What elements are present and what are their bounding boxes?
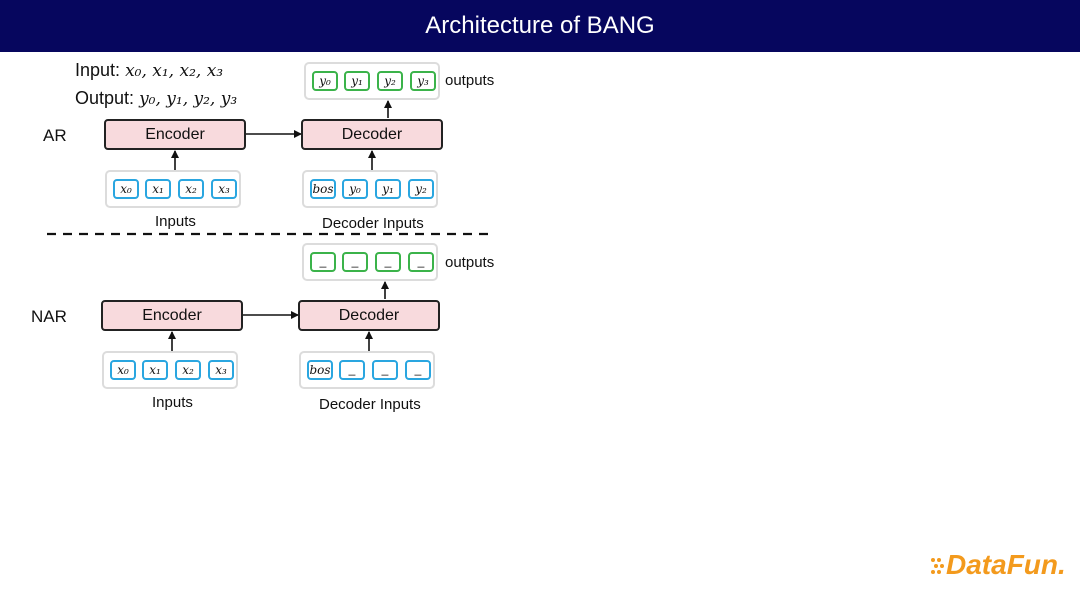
- nar-output-token: _: [342, 252, 368, 272]
- nar-output-token: _: [375, 252, 401, 272]
- ar-outputs-caption: outputs: [445, 72, 495, 89]
- ar-encoder-block: Encoder: [104, 119, 246, 150]
- ar-inputs-tray: x₀ x₁ x₂ x₃: [105, 170, 241, 208]
- ar-decoder-inputs-tray: bos y₀ y₁ y₂: [302, 170, 438, 208]
- nar-input-token: x₀: [110, 360, 136, 380]
- nar-output-token: _: [310, 252, 336, 272]
- ar-output-token: y₀: [312, 71, 338, 91]
- nar-decoder-inputs-tray: bos _ _ _: [299, 351, 435, 389]
- ar-input-token: x₁: [145, 179, 171, 199]
- nar-outputs-caption: outputs: [445, 254, 495, 271]
- nar-input-token: x₁: [142, 360, 168, 380]
- slide-title: Architecture of BANG: [425, 12, 655, 39]
- nar-decoder-inputs-caption: Decoder Inputs: [319, 396, 421, 413]
- output-variables: y₀, y₁, y₂, y₃: [139, 89, 238, 109]
- nar-decoder-block: Decoder: [298, 300, 440, 331]
- nar-outputs-tray: _ _ _ _: [302, 243, 438, 281]
- title-bar: Architecture of BANG: [0, 0, 1080, 52]
- ar-inputs-caption: Inputs: [155, 213, 196, 230]
- nar-label: NAR: [31, 307, 67, 326]
- input-definition: Input: x₀, x₁, x₂, x₃: [75, 60, 223, 81]
- nar-decoder-input-token: _: [405, 360, 431, 380]
- ar-decoder-block: Decoder: [301, 119, 443, 150]
- ar-output-token: y₂: [377, 71, 403, 91]
- nar-decoder-input-token: bos: [307, 360, 333, 380]
- nar-input-token: x₂: [175, 360, 201, 380]
- output-definition: Output: y₀, y₁, y₂, y₃: [75, 88, 237, 109]
- input-variables: x₀, x₁, x₂, x₃: [125, 61, 224, 81]
- ar-decoder-input-token: bos: [310, 179, 336, 199]
- ar-input-token: x₂: [178, 179, 204, 199]
- ar-input-token: x₀: [113, 179, 139, 199]
- ar-label: AR: [43, 126, 67, 145]
- nar-encoder-block: Encoder: [101, 300, 243, 331]
- ar-decoder-input-token: y₁: [375, 179, 401, 199]
- ar-output-token: y₁: [344, 71, 370, 91]
- nar-input-token: x₃: [208, 360, 234, 380]
- ar-decoder-inputs-caption: Decoder Inputs: [322, 215, 424, 232]
- output-label: Output:: [75, 88, 135, 108]
- datafun-logo: DataFun.: [946, 549, 1066, 580]
- nar-output-token: _: [408, 252, 434, 272]
- input-label: Input:: [75, 60, 121, 80]
- ar-decoder-input-token: y₂: [408, 179, 434, 199]
- nar-decoder-input-token: _: [372, 360, 398, 380]
- ar-outputs-tray: y₀ y₁ y₂ y₃: [304, 62, 440, 100]
- datafun-logo-dots-icon: [931, 558, 944, 574]
- ar-input-token: x₃: [211, 179, 237, 199]
- ar-output-token: y₃: [410, 71, 436, 91]
- nar-decoder-input-token: _: [339, 360, 365, 380]
- ar-decoder-input-token: y₀: [342, 179, 368, 199]
- nar-inputs-tray: x₀ x₁ x₂ x₃: [102, 351, 238, 389]
- nar-inputs-caption: Inputs: [152, 394, 193, 411]
